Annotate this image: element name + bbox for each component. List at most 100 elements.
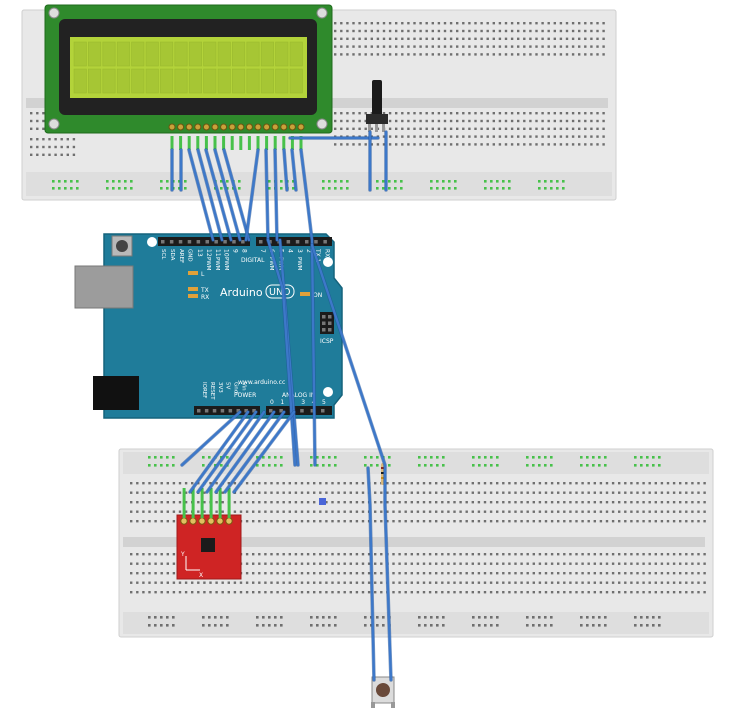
pin-label: TX 1: [314, 248, 321, 263]
pin-label: 11: [214, 249, 221, 257]
breadboard-hole: [404, 510, 407, 513]
pin-label: 7: [259, 249, 266, 253]
breadboard-hole: [300, 562, 304, 565]
breadboard-hole: [447, 482, 450, 485]
breadboard-hole: [36, 145, 39, 149]
breadboard-hole: [184, 510, 188, 513]
rail-hole: [70, 180, 73, 183]
breadboard-hole: [300, 581, 304, 584]
breadboard-hole: [569, 581, 572, 584]
lcd-character-cell: [145, 41, 159, 67]
breadboard-hole: [648, 510, 651, 513]
breadboard-hole: [319, 553, 322, 556]
header-pin: [187, 240, 192, 244]
breadboard-hole: [679, 520, 682, 523]
breadboard-hole: [547, 45, 550, 48]
arduino-uno: L TX RX Arduino UNO ON ICSP www.arduino.…: [74, 233, 343, 419]
breadboard-hole: [325, 501, 328, 504]
breadboard-hole: [239, 581, 243, 584]
lcd-character-cell: [174, 41, 188, 67]
breadboard-hole: [456, 45, 459, 48]
icsp-pin: [322, 321, 326, 325]
breadboard-hole: [630, 553, 633, 556]
rail-hole: [334, 464, 337, 467]
lcd-character-cell: [73, 68, 87, 94]
breadboard-hole: [697, 491, 700, 494]
breadboard-hole: [388, 135, 392, 138]
breadboard-hole: [489, 581, 493, 584]
rail-hole: [442, 616, 445, 619]
rail-hole: [592, 624, 595, 627]
breadboard-hole: [422, 562, 426, 565]
breadboard-hole: [550, 491, 554, 494]
lcd-pin: [297, 123, 305, 131]
breadboard-hole: [587, 591, 590, 594]
breadboard-hole: [541, 112, 544, 115]
breadboard-hole: [352, 22, 355, 25]
rail-hole: [274, 464, 277, 467]
breadboard-hole: [587, 581, 590, 584]
breadboard-hole: [215, 581, 218, 584]
breadboard-hole: [392, 510, 395, 513]
breadboard-hole: [611, 572, 615, 575]
led-rx: [188, 294, 198, 298]
breadboard-hole: [541, 37, 544, 40]
breadboard-hole: [331, 491, 334, 494]
wire: [273, 148, 279, 242]
breadboard-hole: [679, 501, 682, 504]
breadboard-hole: [492, 37, 495, 40]
rail-hole: [580, 624, 583, 627]
breadboard-hole: [166, 562, 169, 565]
top-breadboard-holes: [30, 22, 605, 156]
breadboard-hole: [578, 112, 581, 115]
breadboard-hole: [520, 581, 523, 584]
rail-hole: [280, 464, 283, 467]
breadboard-hole: [660, 501, 664, 504]
breadboard-hole: [270, 591, 273, 594]
breadboard-hole: [54, 153, 57, 156]
rail-hole: [442, 464, 445, 467]
breadboard-hole: [535, 37, 538, 40]
breadboard-hole: [42, 145, 45, 149]
breadboard-hole: [264, 562, 267, 565]
breadboard-hole: [510, 135, 514, 138]
breadboard-hole: [358, 119, 361, 123]
breadboard-hole: [148, 572, 151, 575]
breadboard-hole: [474, 112, 477, 115]
breadboard-hole: [563, 501, 566, 504]
breadboard-hole: [459, 591, 462, 594]
breadboard-hole: [465, 510, 468, 513]
breadboard-hole: [306, 482, 310, 485]
breadboard-hole: [154, 562, 157, 565]
breadboard-hole: [553, 45, 556, 48]
breadboard-hole: [425, 37, 428, 40]
breadboard-hole: [300, 501, 304, 504]
breadboard-hole: [337, 591, 340, 594]
breadboard-hole: [361, 501, 365, 504]
label-analog-in: ANALOG IN: [282, 392, 315, 399]
breadboard-hole: [349, 553, 352, 556]
rail-hole: [268, 464, 271, 467]
breadboard-hole: [413, 53, 416, 56]
breadboard-hole: [486, 143, 489, 146]
label-tx: TX: [200, 287, 209, 294]
breadboard-hole: [477, 510, 481, 513]
breadboard-hole: [398, 501, 401, 504]
breadboard-hole: [581, 501, 584, 504]
lcd-pin-column: [247, 136, 251, 150]
rail-hole: [268, 187, 271, 190]
rail-hole: [598, 456, 601, 459]
breadboard-hole: [160, 501, 163, 504]
rail-hole: [658, 464, 661, 467]
rail-hole: [472, 624, 475, 627]
breadboard-hole: [553, 119, 556, 123]
breadboard-hole: [416, 591, 420, 594]
pin-label: SDA: [169, 249, 175, 261]
breadboard-hole: [517, 127, 520, 130]
breadboard-hole: [130, 482, 133, 485]
breadboard-hole: [489, 553, 493, 556]
rail-hole: [550, 187, 553, 190]
breadboard-hole: [489, 562, 493, 565]
breadboard-hole: [313, 501, 316, 504]
breadboard-hole: [160, 591, 163, 594]
